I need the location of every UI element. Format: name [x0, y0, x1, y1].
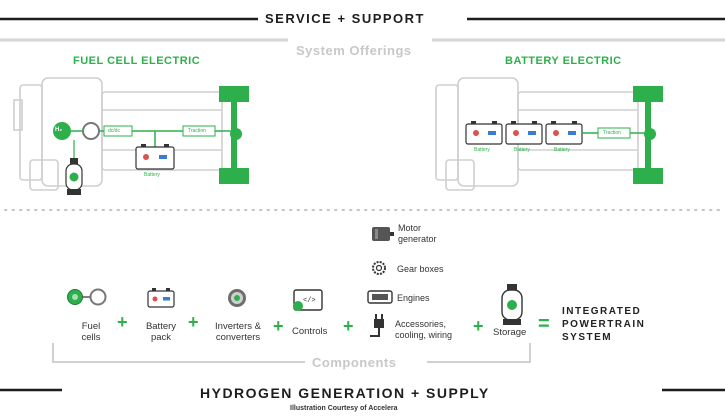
- fuel-cells-label: Fuel cells: [81, 321, 101, 343]
- be-battery-label-3: Battery: [554, 147, 570, 153]
- fc-rear-axle: [219, 86, 249, 184]
- fc-traction-label: Traction: [188, 128, 206, 134]
- fuel-cell-electric-title: FUEL CELL ELECTRIC: [73, 55, 201, 67]
- accessories-icon: [370, 314, 384, 337]
- dcdc-label: dc/dc: [108, 128, 120, 134]
- svg-text:</>: </>: [303, 297, 316, 305]
- integrated-powertrain-label: INTEGRATED POWERTRAIN SYSTEM: [562, 306, 646, 343]
- fc-components: [53, 122, 231, 195]
- inverters-label: Inverters & converters: [215, 321, 261, 343]
- accessories-label: Accessories, cooling, wiring: [395, 319, 453, 340]
- engines-label: Engines: [397, 293, 430, 303]
- storage-label: Storage: [493, 327, 527, 338]
- motor-generator-icon: [372, 227, 394, 241]
- components-bracket-left: [52, 343, 305, 363]
- battery-pack-icon: [147, 288, 175, 308]
- motor-generator-label: Motor generator: [398, 223, 437, 244]
- be-traction-label: Traction: [603, 130, 621, 136]
- hydrogen-header: HYDROGEN GENERATION + SUPPLY: [200, 385, 490, 401]
- h2-label: H₂: [55, 127, 62, 133]
- controls-label: Controls: [292, 326, 328, 337]
- battery-electric-title: BATTERY ELECTRIC: [505, 55, 622, 67]
- plus-4: +: [343, 316, 354, 336]
- system-offerings-label: System Offerings: [296, 43, 412, 58]
- components-bracket-right: [427, 343, 531, 363]
- be-battery-label-1: Battery: [474, 147, 490, 153]
- components-label: Components: [312, 355, 397, 370]
- fc-battery-label: Battery: [144, 172, 160, 178]
- battery-pack-label: Battery pack: [145, 321, 177, 343]
- engines-icon: [367, 290, 393, 304]
- fuel-cells-icon: [67, 288, 107, 306]
- plus-3: +: [273, 316, 284, 336]
- controls-icon: </>: [293, 289, 323, 311]
- storage-icon: [501, 284, 523, 325]
- be-rear-axle: [633, 86, 663, 184]
- plus-1: +: [117, 312, 128, 332]
- gear-boxes-label: Gear boxes: [397, 264, 444, 274]
- equals-sign: =: [538, 313, 550, 335]
- inverters-icon: [228, 289, 246, 307]
- be-components: [465, 121, 645, 145]
- plus-5: +: [473, 316, 484, 336]
- service-support-header: SERVICE + SUPPORT: [265, 11, 425, 26]
- illustration-credit: Illustration Courtesy of Accelera: [290, 405, 398, 412]
- gear-boxes-icon: [372, 261, 386, 275]
- be-battery-label-2: Battery: [514, 147, 530, 153]
- plus-2: +: [188, 312, 199, 332]
